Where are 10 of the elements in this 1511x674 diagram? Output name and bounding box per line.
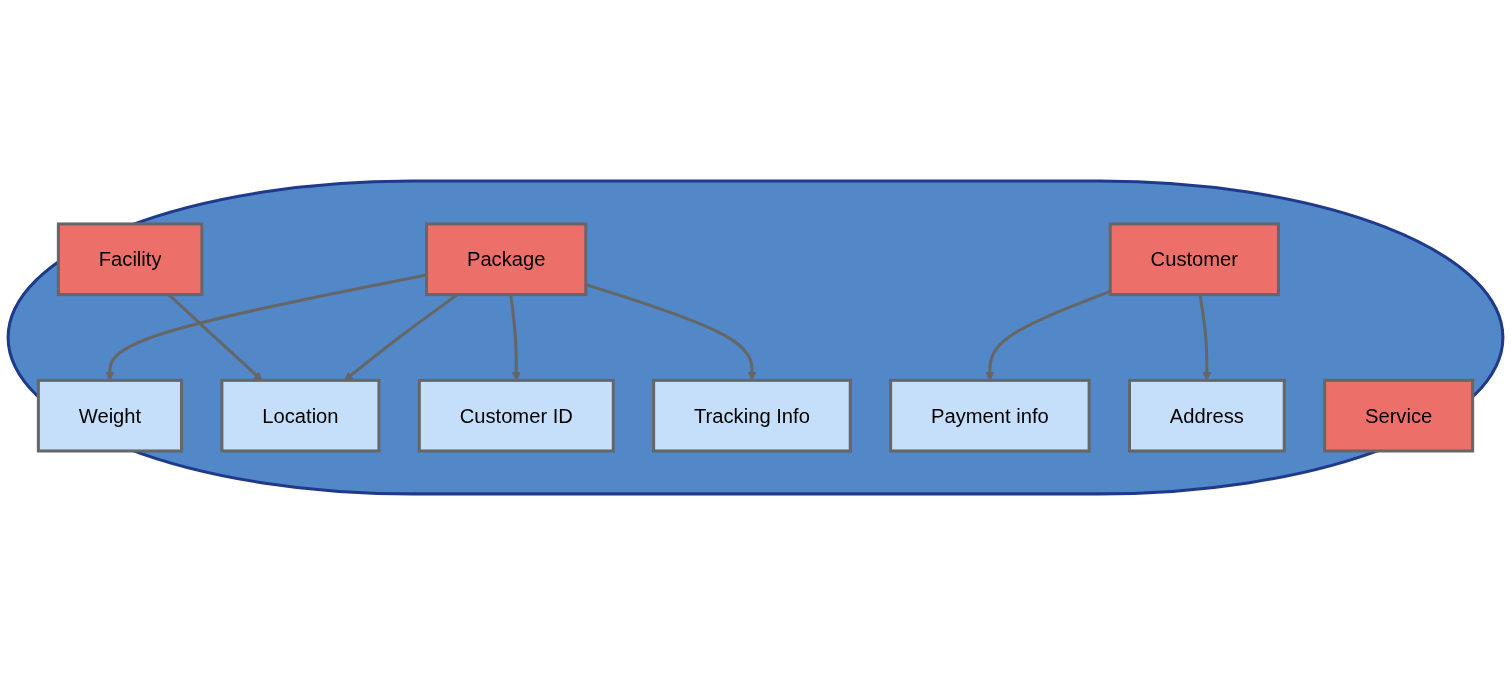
node-box: Package: [425, 221, 588, 296]
node-box: Tracking Info: [652, 378, 852, 453]
node-box: Customer: [1108, 221, 1280, 296]
node-box: Location: [220, 378, 381, 453]
node-box: Payment info: [889, 378, 1091, 453]
node-box: Weight: [36, 378, 184, 453]
node-box: Facility: [56, 221, 204, 296]
node-box: Address: [1127, 378, 1286, 453]
node-box: Service: [1323, 378, 1475, 453]
node-box: Customer ID: [417, 378, 615, 453]
